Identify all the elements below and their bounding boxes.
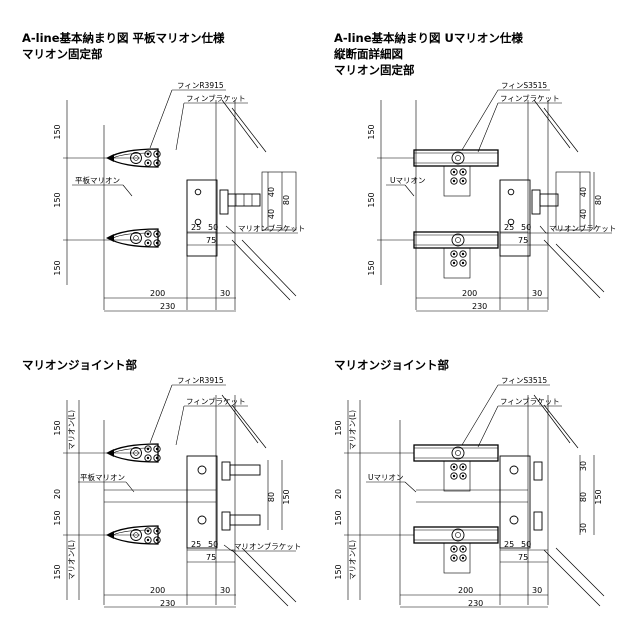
dim-75: 75 — [206, 236, 216, 245]
dim-25: 25 — [191, 223, 201, 232]
dim-40-c: 40 — [579, 187, 588, 197]
diagram-bottom-left: 150 20 150 150 マリオン(L) マリオン(L) 80 150 25… — [53, 376, 301, 608]
label-mullion-l-b: マリオン(L) — [67, 540, 76, 580]
dim-230: 230 — [160, 302, 175, 311]
diagram-top-right: 150 150 150 40 40 80 25 50 75 200 30 — [367, 81, 616, 312]
label-mullion-bracket: マリオンブラケット — [238, 223, 305, 233]
title-bottom-right: マリオンジョイント部 — [334, 357, 449, 373]
title-top-right-line3: マリオン固定部 — [334, 63, 415, 77]
dim-50: 50 — [208, 223, 218, 232]
title-top-right-line1: A-line基本納まり図 Uマリオン仕様 — [334, 31, 523, 45]
title-bottom-right-line1: マリオンジョイント部 — [334, 358, 449, 372]
dim-80-d: 80 — [579, 492, 588, 502]
dim-200-c: 200 — [150, 586, 165, 595]
dim-20-b: 20 — [334, 489, 343, 499]
title-top-right-line2: 縦断面詳細図 — [334, 47, 403, 61]
dim-50-b: 50 — [521, 223, 531, 232]
dim-75-b: 75 — [518, 236, 528, 245]
label-flat-mullion-b: 平板マリオン — [80, 472, 125, 482]
dim-80-b: 80 — [594, 195, 603, 205]
dim-150-n: 150 — [594, 489, 603, 504]
dim-30-b: 30 — [532, 289, 542, 298]
label-fin-r-b: フィンR3915 — [177, 376, 224, 385]
dim-200-b: 200 — [462, 289, 477, 298]
dim-25-d: 25 — [504, 540, 514, 549]
label-mullion-l-a: マリオン(L) — [67, 410, 76, 450]
label-flat-mullion: 平板マリオン — [75, 175, 120, 185]
dim-80-c: 80 — [267, 492, 276, 502]
dim-150-i: 150 — [53, 564, 62, 579]
diagram-top-left: 150 150 150 40 40 80 25 — [53, 81, 305, 312]
label-mullion-bracket-c: マリオンブラケット — [234, 541, 301, 551]
dim-150-d: 150 — [367, 124, 376, 139]
label-mullion-bracket-b: マリオンブラケット — [549, 223, 616, 233]
label-fin-s: フィンS3515 — [501, 81, 547, 90]
diagram-bottom-right: 150 20 150 150 マリオン(L) マリオン(L) 30 80 30 … — [334, 376, 605, 608]
dim-30: 30 — [220, 289, 230, 298]
title-top-right: A-line基本納まり図 Uマリオン仕様 縦断面詳細図 マリオン固定部 — [334, 30, 523, 78]
dim-230-c: 230 — [160, 599, 175, 608]
dim-150-e: 150 — [367, 192, 376, 207]
dim-30-e: 30 — [579, 523, 588, 533]
dim-150-l: 150 — [334, 510, 343, 525]
dim-150-a: 150 — [53, 124, 62, 139]
dim-150-c: 150 — [53, 260, 62, 275]
dim-150-b: 150 — [53, 192, 62, 207]
dim-75-c: 75 — [206, 553, 216, 562]
label-fin-bracket-c: フィンブラケット — [186, 396, 246, 406]
label-mullion-l-c: マリオン(L) — [348, 410, 357, 450]
dim-150-h: 150 — [53, 510, 62, 525]
label-fin-s-b: フィンS3515 — [501, 376, 547, 385]
label-fin-bracket-d: フィンブラケット — [500, 396, 560, 406]
dim-40-d: 40 — [579, 209, 588, 219]
dim-150-m: 150 — [334, 564, 343, 579]
title-top-left: A-line基本納まり図 平板マリオン仕様 マリオン固定部 — [22, 30, 225, 62]
dim-50-d: 50 — [521, 540, 531, 549]
dim-30-f: 30 — [532, 586, 542, 595]
dim-25-c: 25 — [191, 540, 201, 549]
dim-80: 80 — [282, 195, 291, 205]
title-top-left-line1: A-line基本納まり図 平板マリオン仕様 — [22, 31, 225, 45]
title-bottom-left: マリオンジョイント部 — [22, 357, 137, 373]
dim-75-d: 75 — [518, 553, 528, 562]
title-top-left-line2: マリオン固定部 — [22, 47, 103, 61]
label-u-mullion-b: Uマリオン — [368, 473, 404, 482]
dim-230-d: 230 — [468, 599, 483, 608]
label-u-mullion: Uマリオン — [390, 176, 426, 185]
dim-200-d: 200 — [458, 586, 473, 595]
dim-40-a: 40 — [267, 187, 276, 197]
dim-150-g: 150 — [53, 420, 62, 435]
dim-150-k: 150 — [334, 420, 343, 435]
dim-30-c: 30 — [220, 586, 230, 595]
title-bottom-left-line1: マリオンジョイント部 — [22, 358, 137, 372]
dim-200: 200 — [150, 289, 165, 298]
dim-50-c: 50 — [208, 540, 218, 549]
dim-230-b: 230 — [472, 302, 487, 311]
dim-30-d: 30 — [579, 461, 588, 471]
dim-20: 20 — [53, 489, 62, 499]
dim-25-b: 25 — [504, 223, 514, 232]
label-fin-bracket: フィンブラケット — [186, 93, 246, 103]
dim-40-b: 40 — [267, 209, 276, 219]
label-mullion-l-d: マリオン(L) — [348, 540, 357, 580]
dim-150-f: 150 — [367, 260, 376, 275]
dim-150-j: 150 — [282, 489, 291, 504]
label-fin-bracket-b: フィンブラケット — [500, 93, 560, 103]
label-fin-r: フィンR3915 — [177, 81, 224, 90]
